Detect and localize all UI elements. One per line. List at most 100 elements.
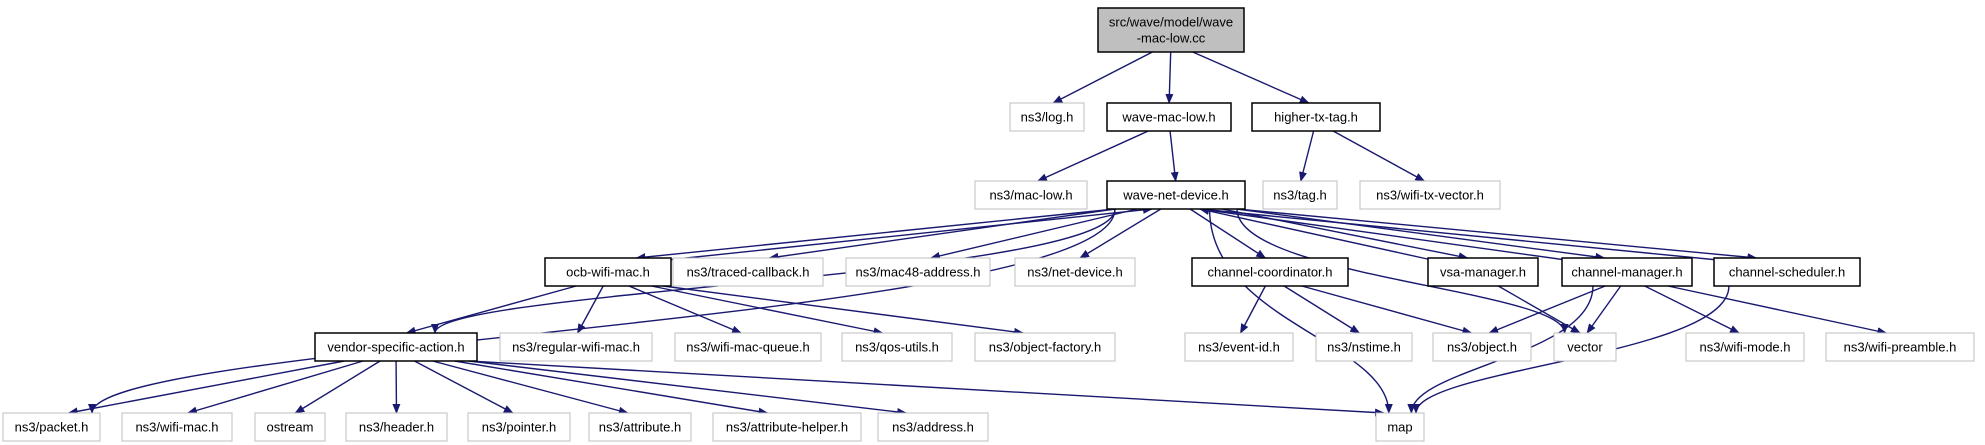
- node-box-ns3wifimode: [1685, 332, 1805, 362]
- node-vendorspecificaction[interactable]: vendor-specific-action.h: [314, 332, 478, 362]
- node-box-vector: [1553, 332, 1617, 362]
- node-ns3packet: ns3/packet.h: [2, 412, 101, 442]
- node-label-ns3wifimode: ns3/wifi-mode.h: [1699, 340, 1790, 355]
- node-channelcoordinator[interactable]: channel-coordinator.h: [1191, 257, 1349, 287]
- edge-ocbwifimac-to-ns3regularwifimac: [576, 285, 604, 334]
- edge-channelmanager-to-wavenetdevice: [1199, 206, 1567, 261]
- node-box-ns3nstime: [1315, 332, 1413, 362]
- edge-root-to-wavemaclow: [1165, 51, 1174, 104]
- node-ns3mac48address: ns3/mac48-address.h: [845, 257, 991, 287]
- edge-vsamanager-to-vector: [1497, 285, 1581, 334]
- node-box-ns3object: [1432, 332, 1532, 362]
- node-ns3pointer: ns3/pointer.h: [467, 412, 571, 442]
- node-label-ns3wifipreamble: ns3/wifi-preamble.h: [1844, 340, 1957, 355]
- edge-channelmanager-to-ns3wifipreamble: [1667, 285, 1888, 336]
- edge-ocbwifimac-to-ns3qosutils: [651, 285, 884, 336]
- node-ns3header: ns3/header.h: [345, 412, 448, 442]
- node-ns3wifimacqueue: ns3/wifi-mac-queue.h: [674, 332, 822, 362]
- node-ns3attributehelper: ns3/attribute-helper.h: [712, 412, 862, 442]
- node-vector: vector: [1553, 332, 1617, 362]
- node-label-ns3objectfactory: ns3/object-factory.h: [989, 340, 1101, 355]
- node-label-ns3tag: ns3/tag.h: [1273, 188, 1327, 203]
- node-box-ocbwifimac: [544, 257, 672, 287]
- node-label-ns3netdevice: ns3/net-device.h: [1027, 265, 1122, 280]
- node-ns3maclow: ns3/mac-low.h: [974, 180, 1088, 210]
- node-vsamanager[interactable]: vsa-manager.h: [1427, 257, 1539, 287]
- node-ns3regularwifimac: ns3/regular-wifi-mac.h: [499, 332, 653, 362]
- node-root[interactable]: src/wave/model/wave-mac-low.cc: [1097, 7, 1245, 53]
- node-label-ns3mac48address: ns3/mac48-address.h: [855, 265, 980, 280]
- node-ns3nstime: ns3/nstime.h: [1315, 332, 1413, 362]
- node-map: map: [1375, 412, 1425, 442]
- node-box-ns3maclow: [974, 180, 1088, 210]
- edge-wavenetdevice-to-ns3packet: [88, 208, 1116, 414]
- node-box-ns3wifitxvector: [1359, 180, 1501, 210]
- node-wavenetdevice[interactable]: wave-net-device.h: [1106, 180, 1246, 210]
- node-ns3log: ns3/log.h: [1009, 102, 1085, 132]
- node-label-ns3address: ns3/address.h: [892, 420, 974, 435]
- node-channelmanager[interactable]: channel-manager.h: [1561, 257, 1693, 287]
- edge-highertxtag-to-ns3tag: [1299, 130, 1315, 182]
- node-ns3wifitxvector: ns3/wifi-tx-vector.h: [1359, 180, 1501, 210]
- edge-channelcoordinator-to-ns3nstime: [1283, 285, 1361, 334]
- node-ns3eventid: ns3/event-id.h: [1184, 332, 1294, 362]
- node-ns3wifipreamble: ns3/wifi-preamble.h: [1825, 332, 1975, 362]
- node-label-ns3nstime: ns3/nstime.h: [1327, 340, 1401, 355]
- node-box-root: [1097, 7, 1245, 53]
- edge-root-to-highertxtag: [1192, 51, 1310, 104]
- edge-channelmanager-to-vector: [1586, 285, 1622, 334]
- node-ostream: ostream: [254, 412, 326, 442]
- edge-vendorspecificaction-to-map: [468, 360, 1385, 417]
- node-label-root: -mac-low.cc: [1137, 31, 1206, 46]
- node-box-highertxtag: [1251, 102, 1381, 132]
- node-box-ns3pointer: [467, 412, 571, 442]
- node-ns3netdevice: ns3/net-device.h: [1014, 257, 1136, 287]
- edge-vendorspecificaction-to-ns3attributehelper: [454, 360, 769, 416]
- node-ns3qosutils: ns3/qos-utils.h: [841, 332, 953, 362]
- node-label-wavenetdevice: wave-net-device.h: [1122, 188, 1229, 203]
- node-label-channelmanager: channel-manager.h: [1571, 265, 1682, 280]
- edge-channelcoordinator-to-ns3eventid: [1239, 285, 1266, 334]
- node-label-root: src/wave/model/wave: [1109, 15, 1233, 30]
- node-box-ns3tracedcallback: [672, 257, 824, 287]
- edge-highertxtag-to-ns3wifitxvector: [1332, 130, 1426, 182]
- edge-wavemaclow-to-ns3maclow: [1036, 130, 1149, 182]
- node-box-vsamanager: [1427, 257, 1539, 287]
- edge-wavenetdevice-to-ocbwifimac: [635, 208, 1116, 262]
- node-box-wavemaclow: [1106, 102, 1232, 132]
- edge-channelscheduler-to-wavenetdevice: [1199, 205, 1719, 261]
- node-label-ns3attribute: ns3/attribute.h: [599, 420, 681, 435]
- node-ns3address: ns3/address.h: [877, 412, 989, 442]
- node-box-ostream: [254, 412, 326, 442]
- edge-vendorspecificaction-to-ns3packet: [67, 360, 345, 416]
- edge-vendorspecificaction-to-ostream: [294, 360, 381, 414]
- node-box-ns3regularwifimac: [499, 332, 653, 362]
- node-label-ns3wifimacqueue: ns3/wifi-mac-queue.h: [686, 340, 810, 355]
- node-box-ns3eventid: [1184, 332, 1294, 362]
- node-channelscheduler[interactable]: channel-scheduler.h: [1713, 257, 1861, 287]
- node-box-ns3qosutils: [841, 332, 953, 362]
- node-label-ns3wifimac: ns3/wifi-mac.h: [135, 420, 218, 435]
- edge-wavenetdevice-to-vsamanager: [1221, 208, 1469, 261]
- node-ocbwifimac[interactable]: ocb-wifi-mac.h: [544, 257, 672, 287]
- node-box-ns3wifimacqueue: [674, 332, 822, 362]
- node-label-vector: vector: [1567, 340, 1603, 355]
- node-box-ns3netdevice: [1014, 257, 1136, 287]
- node-box-ns3wifimac: [121, 412, 233, 442]
- node-highertxtag[interactable]: higher-tx-tag.h: [1251, 102, 1381, 132]
- edge-wavenetdevice-to-channelmanager: [1236, 208, 1606, 261]
- node-box-ns3objectfactory: [974, 332, 1116, 362]
- edge-ocbwifimac-to-ns3wifimacqueue: [628, 285, 742, 334]
- node-box-vendorspecificaction: [314, 332, 478, 362]
- edge-ocbwifimac-to-vendorspecificaction: [405, 285, 577, 335]
- node-wavemaclow[interactable]: wave-mac-low.h: [1106, 102, 1232, 132]
- node-label-channelcoordinator: channel-coordinator.h: [1207, 265, 1332, 280]
- edge-vendorspecificaction-to-ns3wifimac: [186, 360, 364, 415]
- node-label-ns3pointer: ns3/pointer.h: [482, 420, 556, 435]
- node-label-ns3packet: ns3/packet.h: [15, 420, 89, 435]
- node-ns3attribute: ns3/attribute.h: [588, 412, 692, 442]
- node-ns3object: ns3/object.h: [1432, 332, 1532, 362]
- edge-wavenetdevice-to-map: [1208, 208, 1393, 414]
- edge-ocbwifimac-to-wavenetdevice: [666, 205, 1153, 261]
- node-box-channelcoordinator: [1191, 257, 1349, 287]
